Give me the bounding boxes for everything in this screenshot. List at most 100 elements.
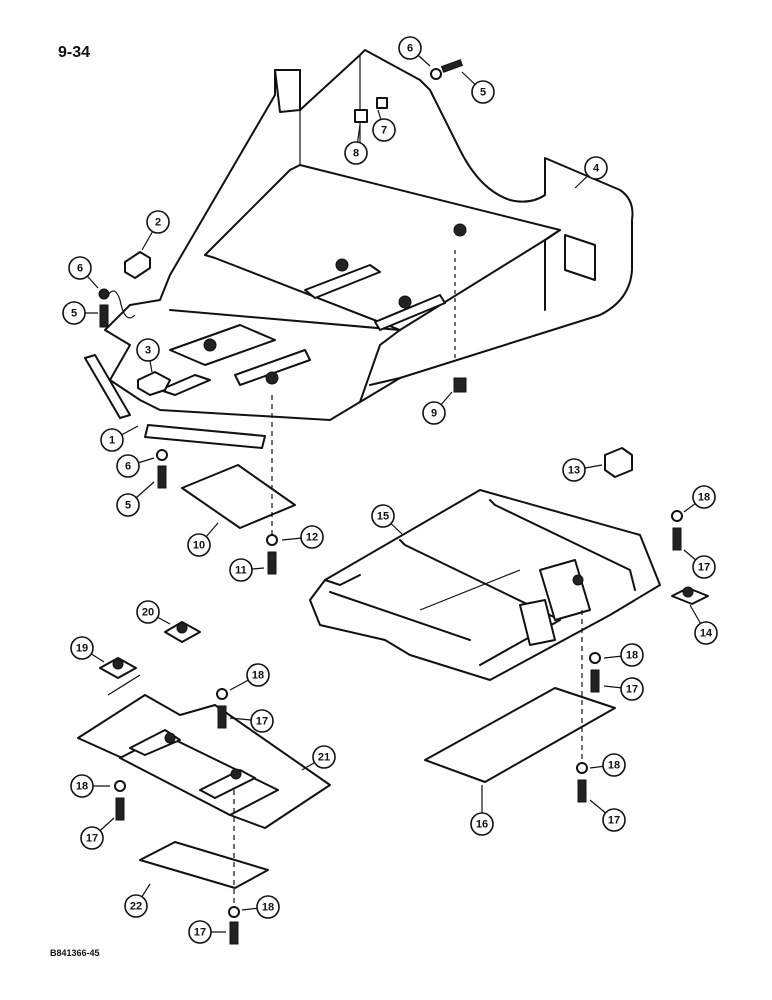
callout-17: 17 [229,709,274,733]
callout-17: 17 [683,549,716,579]
callout-circle [146,210,170,234]
callout-label: 3 [145,345,151,357]
plug-part-9 [453,377,467,393]
callout-label: 17 [86,833,98,845]
callout-7: 7 [372,109,396,142]
callout-18: 18 [70,774,110,798]
callout-label: 19 [76,643,88,655]
callout-label: 10 [193,540,205,552]
callout-6: 6 [398,36,431,67]
callout-2: 2 [141,210,170,251]
callout-label: 20 [142,607,154,619]
bolt-17-left-low [229,921,239,945]
callout-circle [70,636,94,660]
callout-13: 13 [562,458,603,482]
callout-label: 18 [698,492,710,504]
right-pan-part-15 [309,489,661,681]
callout-label: 17 [194,927,206,939]
callout-label: 2 [155,217,161,229]
callout-label: 17 [256,716,268,728]
callout-label: 17 [626,684,638,696]
callout-18: 18 [589,753,626,777]
washer-18-right-mid [589,652,601,664]
callout-label: 5 [71,308,77,320]
callout-label: 18 [626,650,638,662]
callout-17: 17 [589,799,626,832]
bolt-11 [267,551,277,575]
callout-label: 15 [377,511,389,523]
callout-circle [602,753,626,777]
callout-8: 8 [344,124,368,165]
callout-9: 9 [422,391,453,425]
callout-circle [692,555,716,579]
callout-label: 17 [608,815,620,827]
callout-4: 4 [574,156,608,189]
callout-label: 16 [476,819,488,831]
bolt-5-lower [157,465,167,489]
cover-part-16 [424,687,616,783]
callout-label: 6 [407,43,413,55]
callout-label: 22 [130,901,142,913]
bolt-17-right-low [577,779,587,803]
callout-label: 8 [353,148,359,160]
callout-6: 6 [68,256,99,289]
callout-label: 11 [235,565,247,577]
bolt-17-right-top [672,527,682,551]
callout-label: 5 [480,87,486,99]
callout-18: 18 [229,663,270,691]
callout-circle [372,118,396,142]
callout-circle [602,808,626,832]
main-pan-part-4 [104,49,634,421]
page-number: 9-34 [58,44,91,61]
callout-17: 17 [603,677,644,701]
callout-22: 22 [124,883,151,918]
callout-20: 20 [136,600,171,625]
callout-circle [470,812,494,836]
callout-label: 5 [125,500,131,512]
callout-circle [136,338,160,362]
callout-circle [187,533,211,557]
washer-18-right-top [671,510,683,522]
callout-1: 1 [100,425,139,452]
bracket-part-13 [604,447,633,478]
washer-18-left-top [216,688,228,700]
callout-19: 19 [70,636,105,663]
callout-17: 17 [188,920,226,944]
cover-part-22 [139,841,269,889]
washer-12 [266,534,278,546]
callout-label: 18 [252,670,264,682]
callout-14: 14 [689,604,718,645]
callout-label: 6 [77,263,83,275]
callout-label: 18 [262,902,274,914]
bolt-17-right-mid [590,669,600,693]
callout-label: 14 [700,628,713,640]
callout-label: 9 [431,408,437,420]
callout-label: 12 [306,532,318,544]
callout-circle [116,454,140,478]
callout-18: 18 [241,895,280,919]
callout-6: 6 [116,454,155,478]
cover-part-10 [181,464,296,529]
callout-circle [471,80,495,104]
callout-label: 17 [698,562,710,574]
callout-circle [68,256,92,280]
callout-label: 1 [109,435,115,447]
callout-circle [246,663,270,687]
callout-circle [80,826,104,850]
callout-layer: 1234555666789101112131415161717171717171… [62,36,718,944]
callout-circle [100,428,124,452]
image-code: B841366-45 [50,948,100,958]
callout-3: 3 [136,338,160,373]
callout-circle [116,493,140,517]
callout-18: 18 [603,643,644,667]
callout-circle [300,525,324,549]
callout-circle [229,558,253,582]
callout-circle [620,677,644,701]
callout-circle [136,600,160,624]
bolt-17-left-mid [115,797,125,821]
callout-circle [312,745,336,769]
callout-circle [188,920,212,944]
top-fasteners [354,59,464,123]
callout-circle [70,774,94,798]
